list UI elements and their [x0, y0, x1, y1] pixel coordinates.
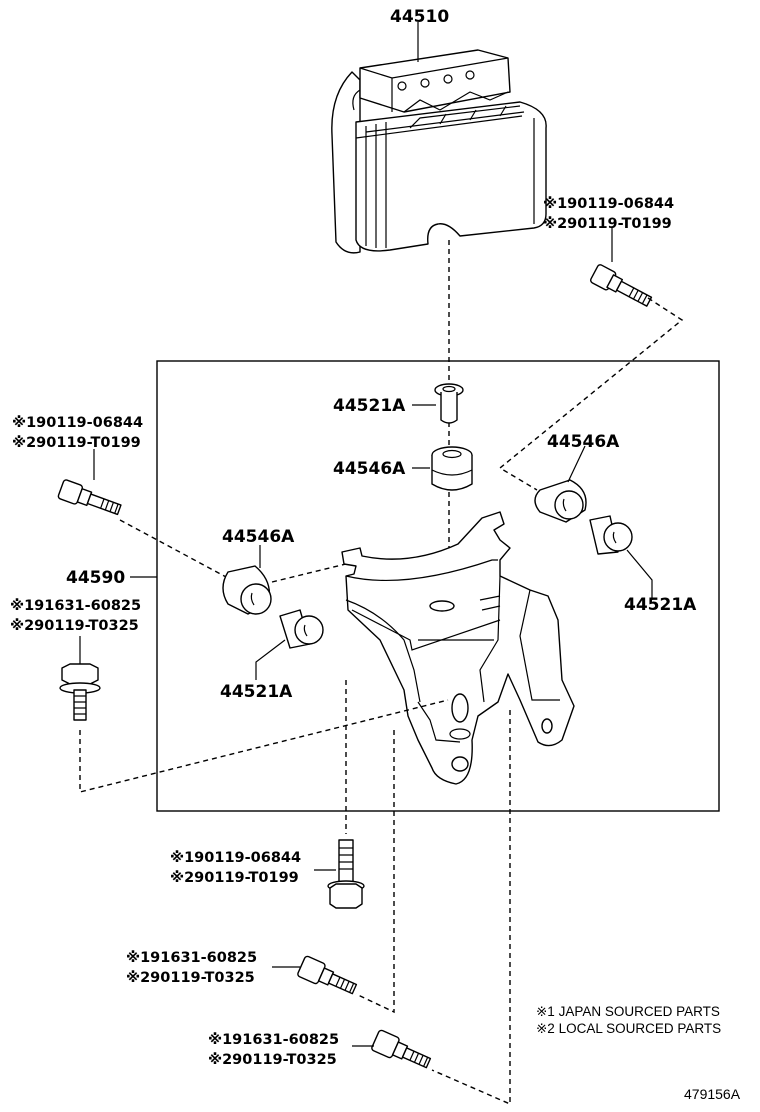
- dash-left-lower: [79, 699, 449, 793]
- ref-left-upper-1: ※190119-06844: [12, 415, 143, 431]
- dash-left-upper: [119, 519, 229, 579]
- dash-top-right: [498, 297, 684, 491]
- label-spacer-center: 44521A: [333, 396, 406, 416]
- bracket-frame: [156, 360, 720, 812]
- bolt-left-lower[interactable]: [59, 663, 101, 721]
- dash-cushion-left: [271, 563, 347, 583]
- cushion-right[interactable]: [534, 479, 587, 523]
- bolt-bottom-1[interactable]: [327, 839, 365, 909]
- spacer-left[interactable]: [279, 609, 324, 649]
- dash-bottom-3: [431, 710, 511, 1106]
- label-cushion-left: 44546A: [222, 527, 295, 547]
- ref-top-right-2: ※290119-T0199: [543, 216, 672, 232]
- bolt-bottom-2[interactable]: [297, 955, 359, 999]
- ref-bottom-3-1: ※191631-60825: [208, 1032, 339, 1048]
- legend-note-2: ※2 LOCAL SOURCED PARTS: [536, 1021, 721, 1036]
- actuator-assembly[interactable]: [331, 49, 547, 254]
- ref-bottom-1-2: ※290119-T0199: [170, 870, 299, 886]
- cushion-center[interactable]: [431, 446, 473, 491]
- legend-note-1: ※1 JAPAN SOURCED PARTS: [536, 1004, 720, 1019]
- ref-bottom-2-2: ※290119-T0325: [126, 970, 255, 986]
- leader-cushion-right: [567, 445, 586, 483]
- ref-bottom-1-1: ※190119-06844: [170, 850, 301, 866]
- bracket[interactable]: [341, 511, 575, 785]
- cushion-left[interactable]: [222, 565, 272, 615]
- label-cushion-center: 44546A: [333, 459, 406, 479]
- bolt-bottom-3[interactable]: [371, 1029, 433, 1073]
- ref-top-right-1: ※190119-06844: [543, 196, 674, 212]
- ref-left-lower-1: ※191631-60825: [10, 598, 141, 614]
- label-spacer-right: 44521A: [624, 595, 697, 615]
- label-44510: 44510: [390, 7, 449, 27]
- label-spacer-left: 44521A: [220, 682, 293, 702]
- ref-bottom-2-1: ※191631-60825: [126, 950, 257, 966]
- figure-id: 479156A: [684, 1086, 741, 1102]
- label-44590: 44590: [66, 568, 125, 588]
- leader-spacer-right: [626, 549, 653, 600]
- leader-spacer-left: [255, 639, 286, 680]
- ref-left-lower-2: ※290119-T0325: [10, 618, 139, 634]
- label-cushion-right: 44546A: [547, 432, 620, 452]
- dash-bottom-2: [355, 730, 395, 1014]
- bolt-left-upper[interactable]: [57, 479, 123, 519]
- spacer-center[interactable]: [434, 383, 464, 424]
- bolt-top-right[interactable]: [590, 264, 654, 311]
- spacer-right[interactable]: [589, 515, 633, 555]
- ref-bottom-3-2: ※290119-T0325: [208, 1052, 337, 1068]
- ref-left-upper-2: ※290119-T0199: [12, 435, 141, 451]
